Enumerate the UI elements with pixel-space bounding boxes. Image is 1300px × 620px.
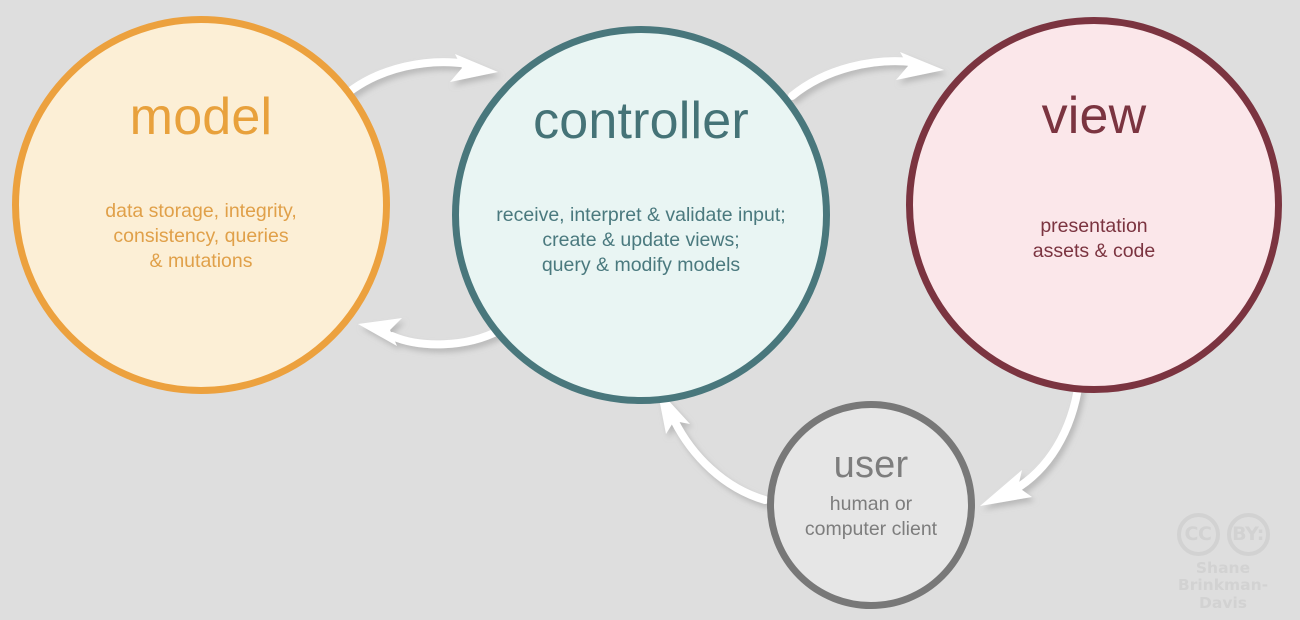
node-controller-description: receive, interpret & validate input;crea… — [496, 204, 786, 276]
arrow-controller-to-model — [358, 318, 504, 349]
author-credit-line2: Brinkman-Davis — [1177, 576, 1269, 612]
node-view-title: view — [1041, 87, 1147, 145]
node-model-description: data storage, integrity,consistency, que… — [105, 200, 297, 272]
node-user-title: user — [833, 444, 909, 486]
node-controller[interactable]: controller receive, interpret & validate… — [452, 26, 830, 404]
arrow-user-to-controller — [657, 388, 769, 504]
author-credit-line1: Shane — [1195, 558, 1251, 577]
arrow-controller-to-view — [788, 52, 944, 100]
attribution-by-icon: BY: — [1226, 512, 1270, 556]
node-model[interactable]: model data storage, integrity,consistenc… — [12, 16, 390, 394]
license-credit: CC BY: Shane Brinkman-Davis — [1160, 512, 1286, 612]
arrow-view-to-user — [980, 378, 1083, 506]
node-controller-title: controller — [533, 92, 749, 150]
arrow-model-to-controller — [340, 54, 498, 100]
node-model-title: model — [129, 88, 273, 146]
cc-badge-group: CC BY: — [1176, 512, 1270, 556]
author-credit: Shane Brinkman-Davis — [1160, 558, 1286, 612]
creative-commons-icon: CC — [1176, 512, 1220, 556]
